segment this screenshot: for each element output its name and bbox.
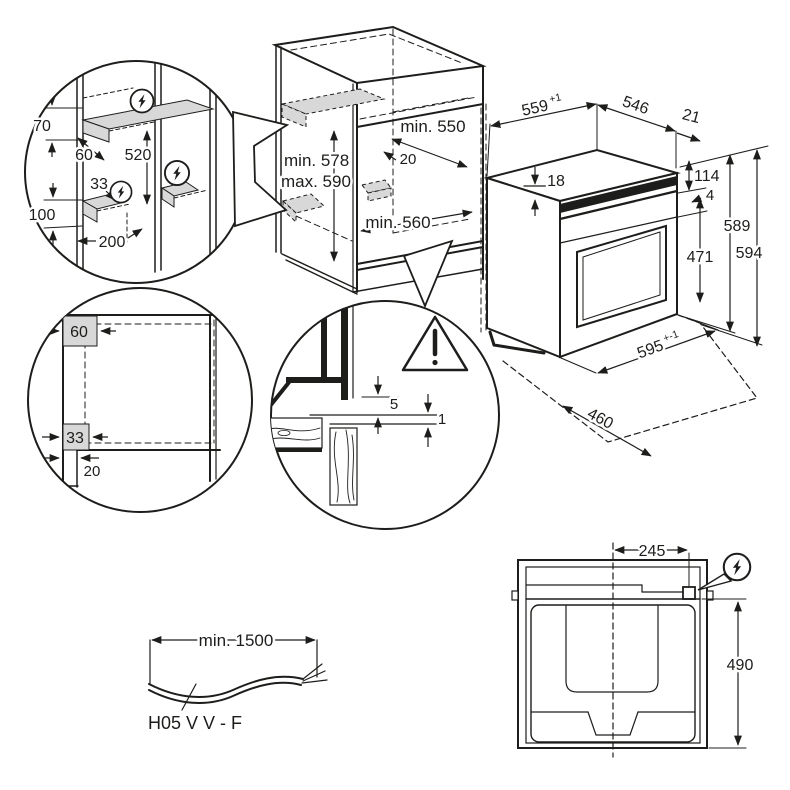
dim-label-plan-front-gap: 20 — [84, 463, 101, 480]
oven-control-panel-band — [560, 176, 677, 213]
callout-wedge — [232, 110, 290, 228]
dim-label-plan-rear-zone: 60 — [70, 324, 88, 341]
dim-label-top-section-height: 114 — [694, 168, 720, 185]
dim-label-zone-spacing: 520 — [125, 147, 152, 164]
electrical-connection-icon — [722, 552, 752, 582]
dim-label-front-width: 595 — [635, 337, 666, 362]
cable — [148, 675, 304, 698]
connection-zone-rear — [361, 179, 392, 202]
dim-label-body-width: 559 — [520, 97, 550, 119]
dim-label-zone-height: 60 — [75, 147, 93, 164]
dim-label-niche-depth-bottom: min. 560 — [365, 213, 430, 232]
rear-view-drawing: 245 490 — [511, 541, 756, 758]
worktop-wood-section — [271, 417, 358, 506]
dim-label-door-height: 471 — [687, 249, 714, 266]
dim-label-body-width-tolerance: +1 — [548, 91, 562, 105]
dim-label-side-offset: 33 — [90, 176, 108, 193]
dim-label-upper-gap: 5 — [390, 396, 398, 413]
dim-label-top-clearance: 70 — [33, 118, 51, 135]
dim-label-top-inset: 18 — [547, 173, 565, 190]
terminal-box — [682, 586, 696, 600]
callout-triangle — [402, 239, 454, 309]
dim-label-terminal-offset: 245 — [639, 543, 666, 560]
connection-zone-upper — [280, 88, 386, 128]
dim-label-lower-gap: 1 — [438, 411, 446, 428]
detail-circle-plan: 60 33 20 — [27, 287, 253, 513]
dim-label-niche-height-min: min. 578 — [284, 151, 349, 170]
detail-circle-clearance: 5 1 — [270, 300, 500, 530]
dim-label-cable-min-length: min. 1500 — [199, 631, 274, 650]
dim-label-front-width-tolerance: +-1 — [662, 328, 681, 345]
warning-icon — [401, 315, 469, 372]
dim-label-niche-depth-top: min. 550 — [400, 117, 465, 136]
dim-label-plan-side-zone: 33 — [66, 430, 84, 447]
dim-label-rear-gap: 20 — [400, 151, 417, 168]
dim-label-lower-zone-height: 100 — [29, 207, 56, 224]
dim-label-niche-height-max: max. 590 — [281, 172, 351, 191]
connection-zone-side — [281, 193, 326, 224]
dim-label-base-depth: 460 — [584, 405, 616, 433]
oven-foot — [488, 330, 546, 355]
cable-type-label: H05 V V - F — [148, 713, 242, 733]
detail-circle-electrical: 70 60 520 33 100 200 — [24, 60, 290, 284]
dim-label-body-height: 589 — [724, 218, 751, 235]
dim-label-total-height: 594 — [736, 245, 763, 262]
electrical-connection-icon — [163, 159, 191, 187]
oven-drawing: 18 559 +1 546 21 114 4 471 589 — [480, 89, 769, 457]
electrical-connection-icon — [129, 88, 155, 114]
cabinet-niche-drawing: min. 578 max. 590 min. 550 20 min. 560 — [271, 25, 487, 295]
dim-label-front-lip: 21 — [680, 106, 702, 127]
electrical-connection-icon — [109, 180, 133, 204]
dim-label-lower-zone-width: 200 — [99, 234, 126, 251]
dim-label-panel-gap: 4 — [706, 187, 714, 204]
dim-label-terminal-height: 490 — [727, 657, 754, 674]
power-cable-drawing: min. 1500 H05 V V - F — [148, 629, 328, 733]
